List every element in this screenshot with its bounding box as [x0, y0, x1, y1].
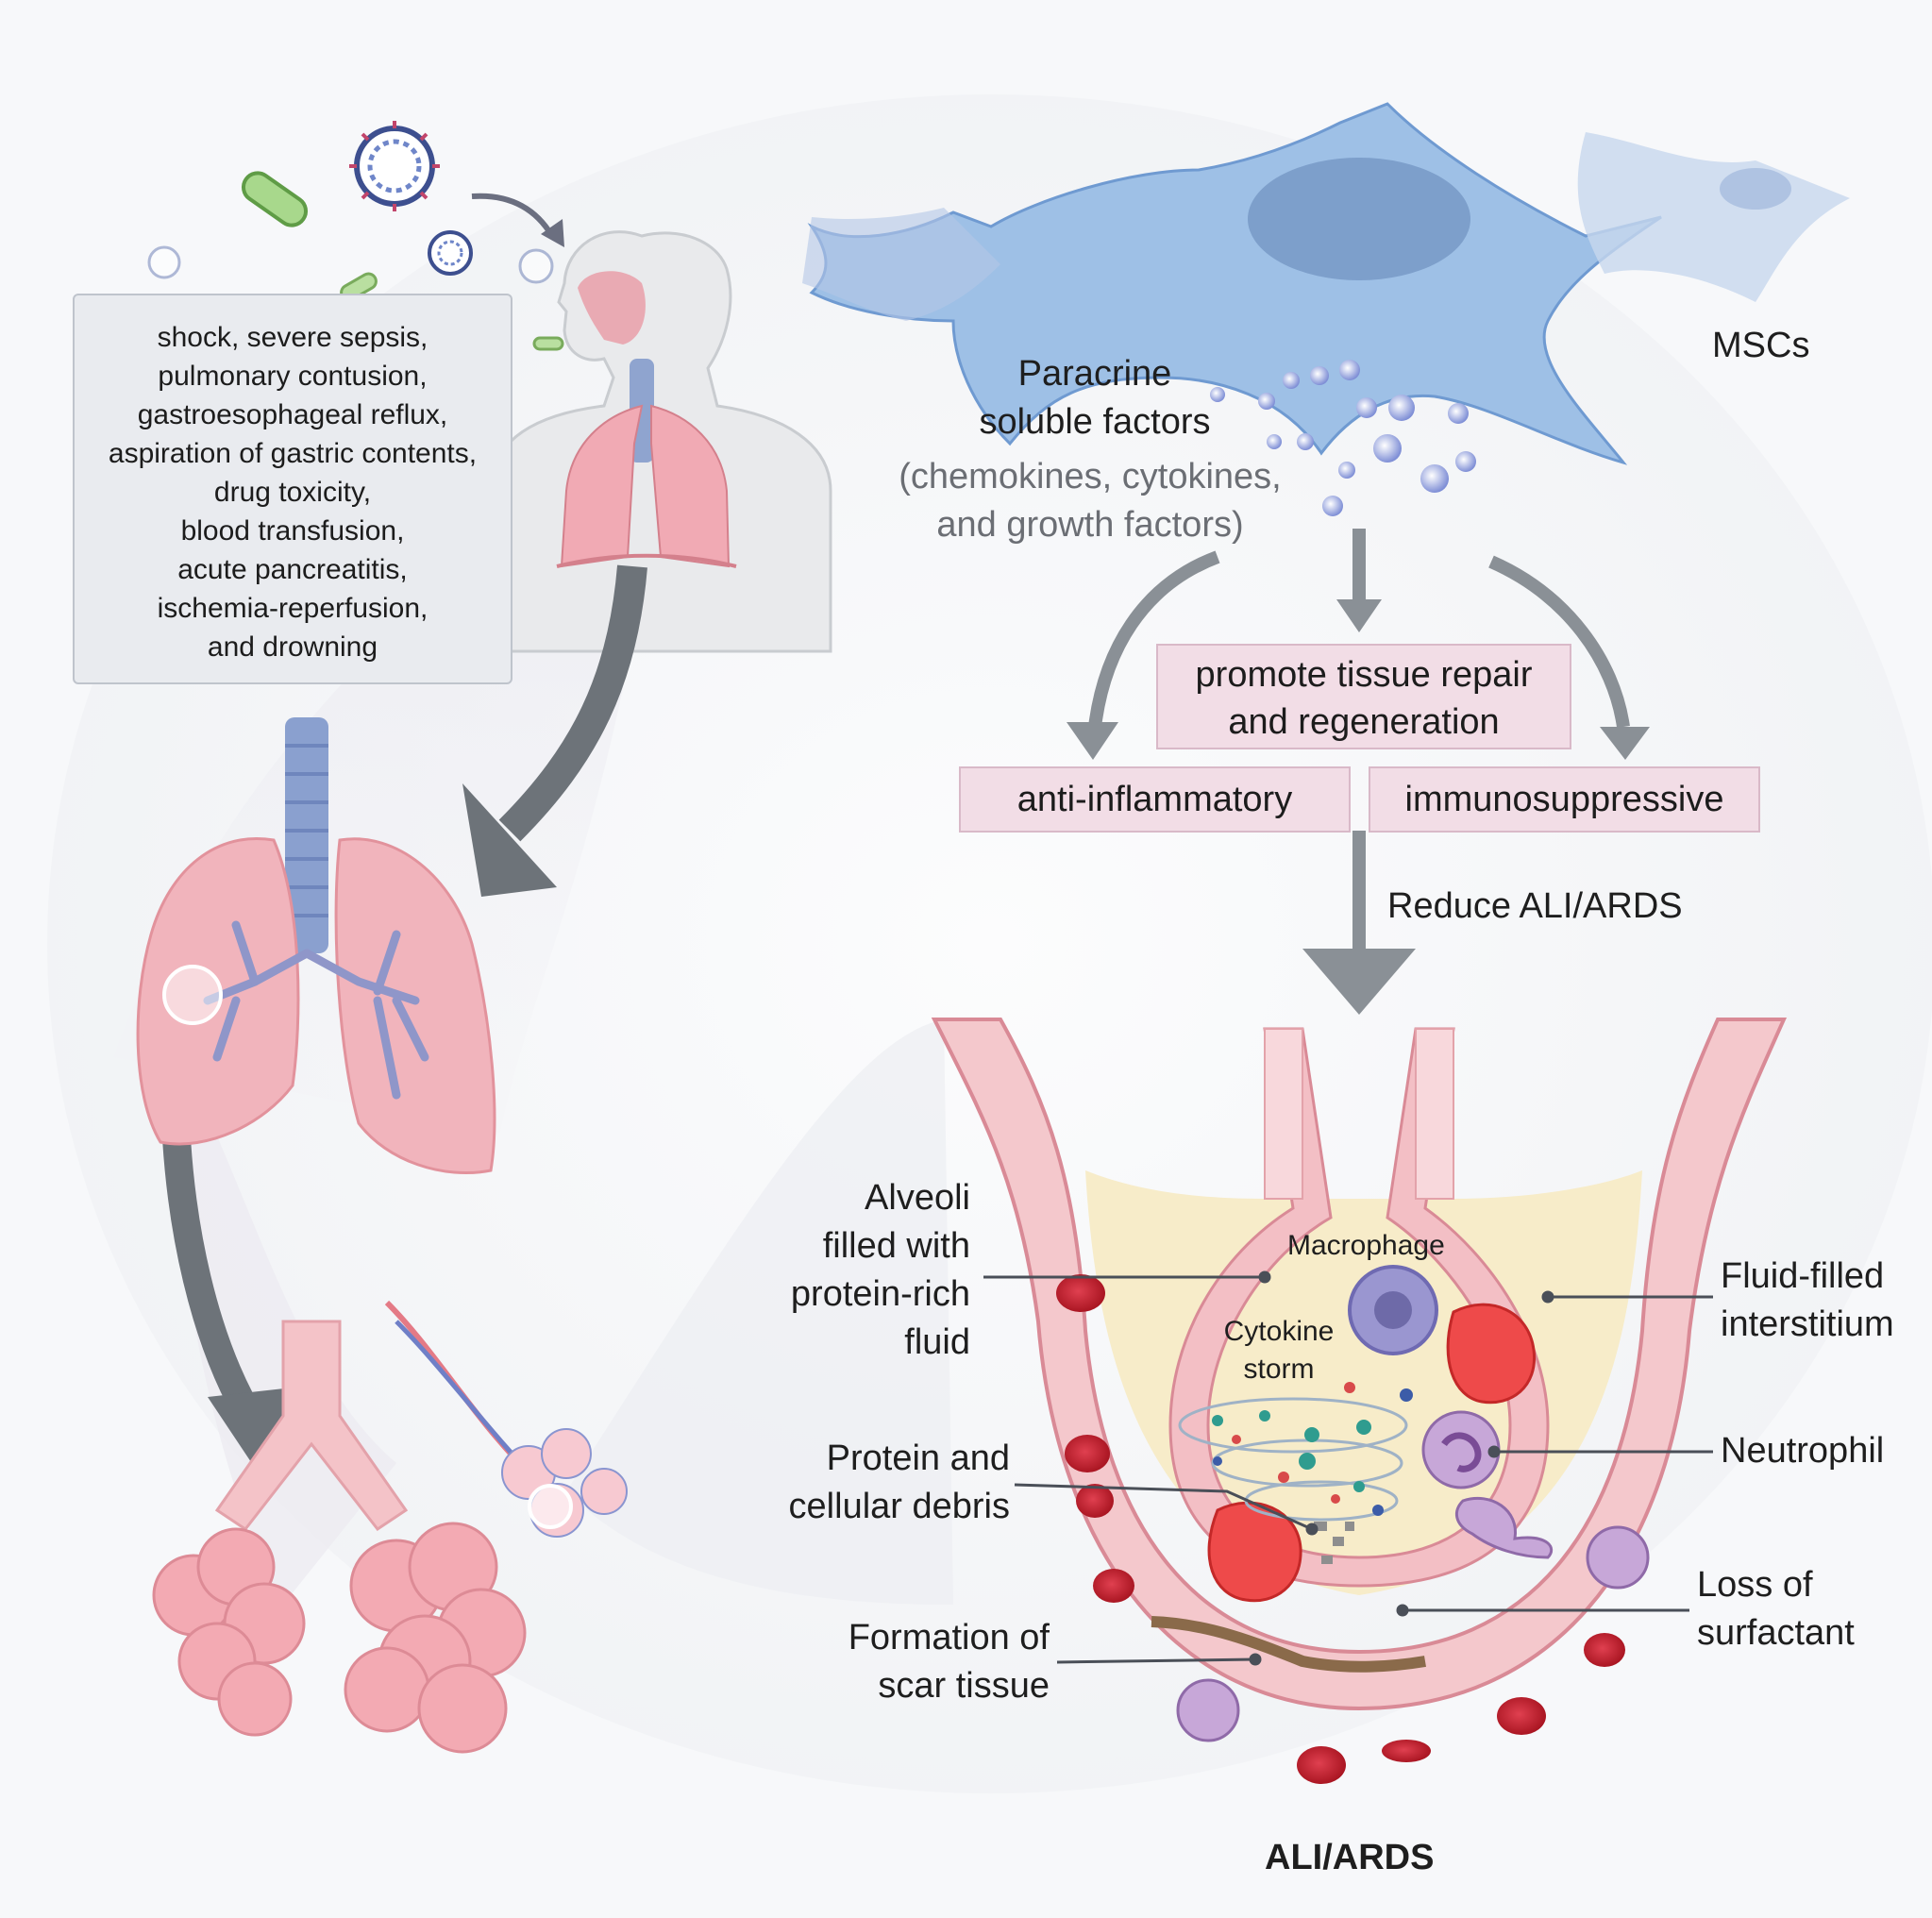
alveoli-illustration: [152, 1300, 628, 1754]
macrophage-icon: [1348, 1265, 1438, 1355]
cause-line: pulmonary contusion,: [158, 361, 428, 392]
repair-box: promote tissue repair and regeneration: [1156, 644, 1571, 749]
paracrine-label: Paracrine soluble factors: [953, 350, 1236, 446]
scar-tissue-label: Formation of scar tissue: [774, 1614, 1050, 1710]
factors-line: and growth factors): [936, 505, 1244, 545]
paracrine-line: Paracrine: [1017, 354, 1172, 394]
cause-line: aspiration of gastric contents,: [108, 438, 478, 469]
causes-box: shock, severe sepsis, pulmonary contusio…: [73, 294, 512, 684]
repair-line: promote tissue repair: [1195, 655, 1533, 695]
cytokine-line: storm: [1243, 1354, 1315, 1385]
reduce-label: Reduce ALI/ARDS: [1387, 886, 1683, 926]
paracrine-line: soluble factors: [979, 402, 1211, 442]
curved-arrow: [471, 193, 555, 238]
msc-label: MSCs: [1712, 326, 1810, 365]
zoom-circle: [162, 965, 223, 1025]
scar-tissue-icon: [1151, 1616, 1426, 1673]
down-arrow-large-1: [498, 564, 647, 842]
neutrophil-label: Neutrophil: [1721, 1431, 1885, 1471]
fluid-interstitium-label: Fluid-filled interstitium: [1721, 1253, 1894, 1349]
cause-line: drug toxicity,: [213, 477, 372, 508]
surfactant-label: Loss of surfactant: [1697, 1561, 1855, 1657]
factors-label: (chemokines, cytokines, and growth facto…: [878, 453, 1302, 549]
cytokine-line: Cytokine: [1223, 1316, 1335, 1347]
arrow-head: [541, 219, 564, 247]
cause-line: gastroesophageal reflux,: [137, 399, 448, 430]
repair-line: and regeneration: [1228, 702, 1500, 742]
effect-arrows: [1088, 529, 1630, 953]
cause-line: acute pancreatitis,: [177, 554, 408, 585]
paracrine-bubbles: [1210, 360, 1476, 516]
macrophage-label: Macrophage: [1287, 1230, 1445, 1261]
cause-line: ischemia-reperfusion,: [157, 593, 428, 624]
human-figure: [484, 230, 832, 653]
leader-lines: [983, 1270, 1713, 1666]
alveoli-line: Alveoli: [865, 1178, 970, 1218]
msc-cells-illustration: [802, 102, 1850, 465]
lungs-illustration: [136, 717, 496, 1175]
cause-line: shock, severe sepsis,: [157, 322, 428, 353]
cause-line: blood transfusion,: [180, 515, 405, 547]
virus-small-icon: [428, 230, 473, 276]
protein-debris-label: Protein and cellular debris: [717, 1435, 1010, 1531]
surfactant-line: Loss of: [1697, 1565, 1813, 1605]
alveoli-line: protein-rich: [790, 1274, 970, 1314]
alveoli-line: filled with: [822, 1226, 970, 1266]
protein-line: Protein and: [826, 1438, 1010, 1478]
surfactant-line: surfactant: [1697, 1613, 1855, 1653]
ali-ards-title: ALI/ARDS: [1265, 1838, 1435, 1877]
immunosuppressive-box: immunosuppressive: [1369, 766, 1760, 833]
factors-line: (chemokines, cytokines,: [899, 457, 1282, 496]
debris-icon: [1314, 1522, 1354, 1564]
alveoli-fluid-label: Alveoli filled with protein-rich fluid: [736, 1174, 970, 1367]
cause-line: and drowning: [207, 631, 378, 663]
cytokine-storm: [1178, 1382, 1413, 1522]
fluid-line: Fluid-filled: [1721, 1256, 1885, 1296]
virus-icon: [349, 121, 440, 211]
epithelium-villi: [1264, 1028, 1454, 1200]
fluid-line: interstitium: [1721, 1304, 1894, 1344]
cytokine-storm-label: Cytokine storm: [1199, 1313, 1359, 1388]
anti-inflammatory-box: anti-inflammatory: [959, 766, 1351, 833]
damaged-cell-icon: [1207, 1303, 1537, 1603]
scar-line: Formation of: [848, 1618, 1050, 1657]
virus-tiny-icon: [147, 245, 554, 284]
alveoli-line: fluid: [904, 1322, 970, 1362]
protein-line: cellular debris: [788, 1487, 1010, 1526]
neutrophil-icon: [1176, 1410, 1650, 1742]
scar-line: scar tissue: [878, 1666, 1050, 1706]
zoom-funnel-right: [566, 1019, 953, 1605]
zoom-circle-small: [528, 1484, 573, 1529]
